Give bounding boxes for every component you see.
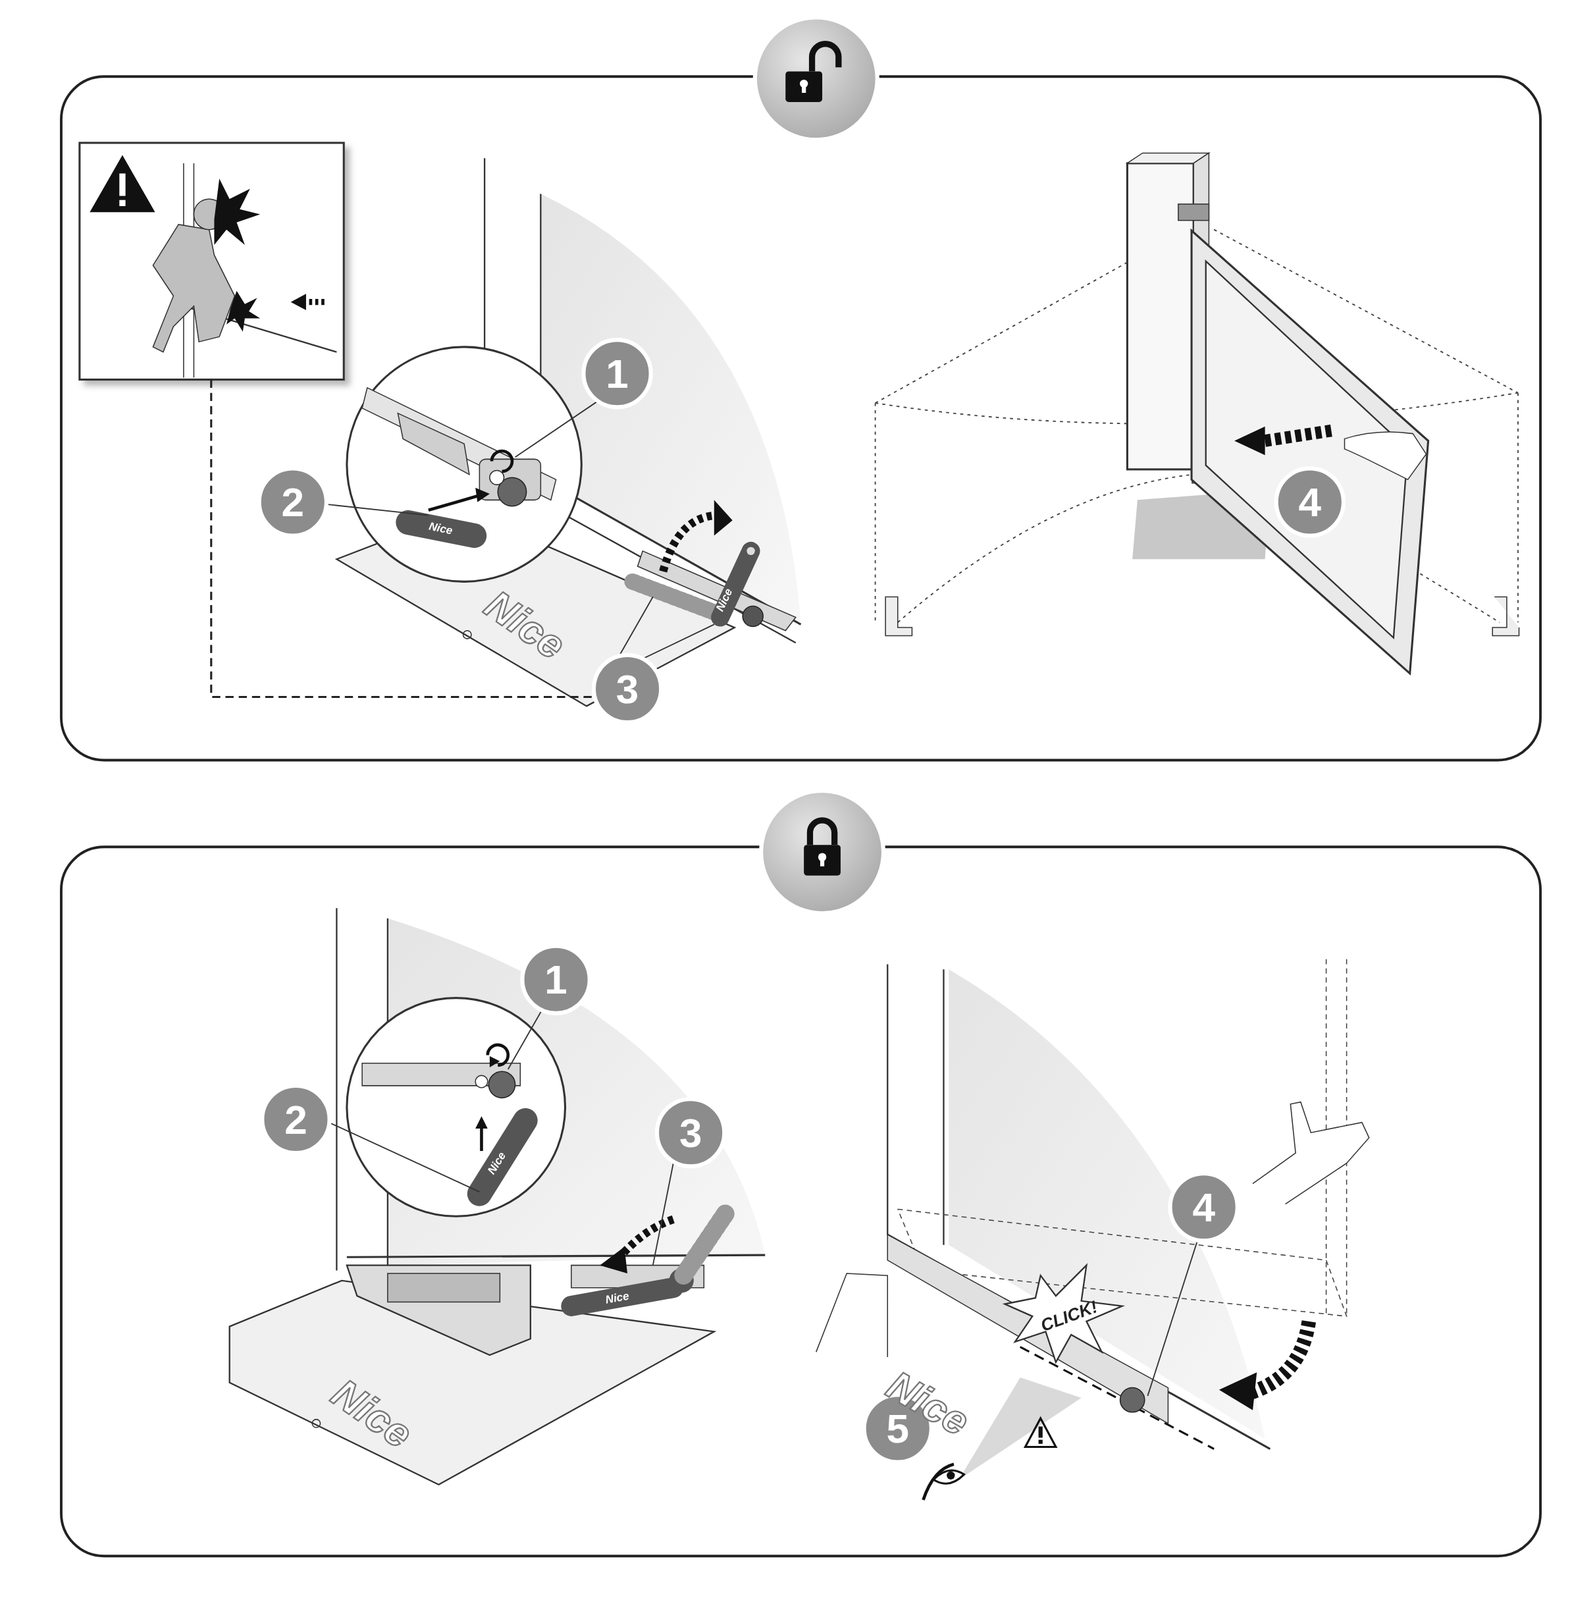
callout-number: 4 [1192,1186,1215,1228]
callout-number: 4 [1298,481,1322,523]
callout-number: 3 [679,1111,702,1153]
callout-number: 1 [605,352,629,394]
callout-number: 2 [281,481,305,523]
callout-number: 3 [616,668,639,709]
callout-number: 5 [886,1408,909,1449]
callout-number: 1 [544,959,567,1000]
callout-number: 2 [284,1098,307,1140]
